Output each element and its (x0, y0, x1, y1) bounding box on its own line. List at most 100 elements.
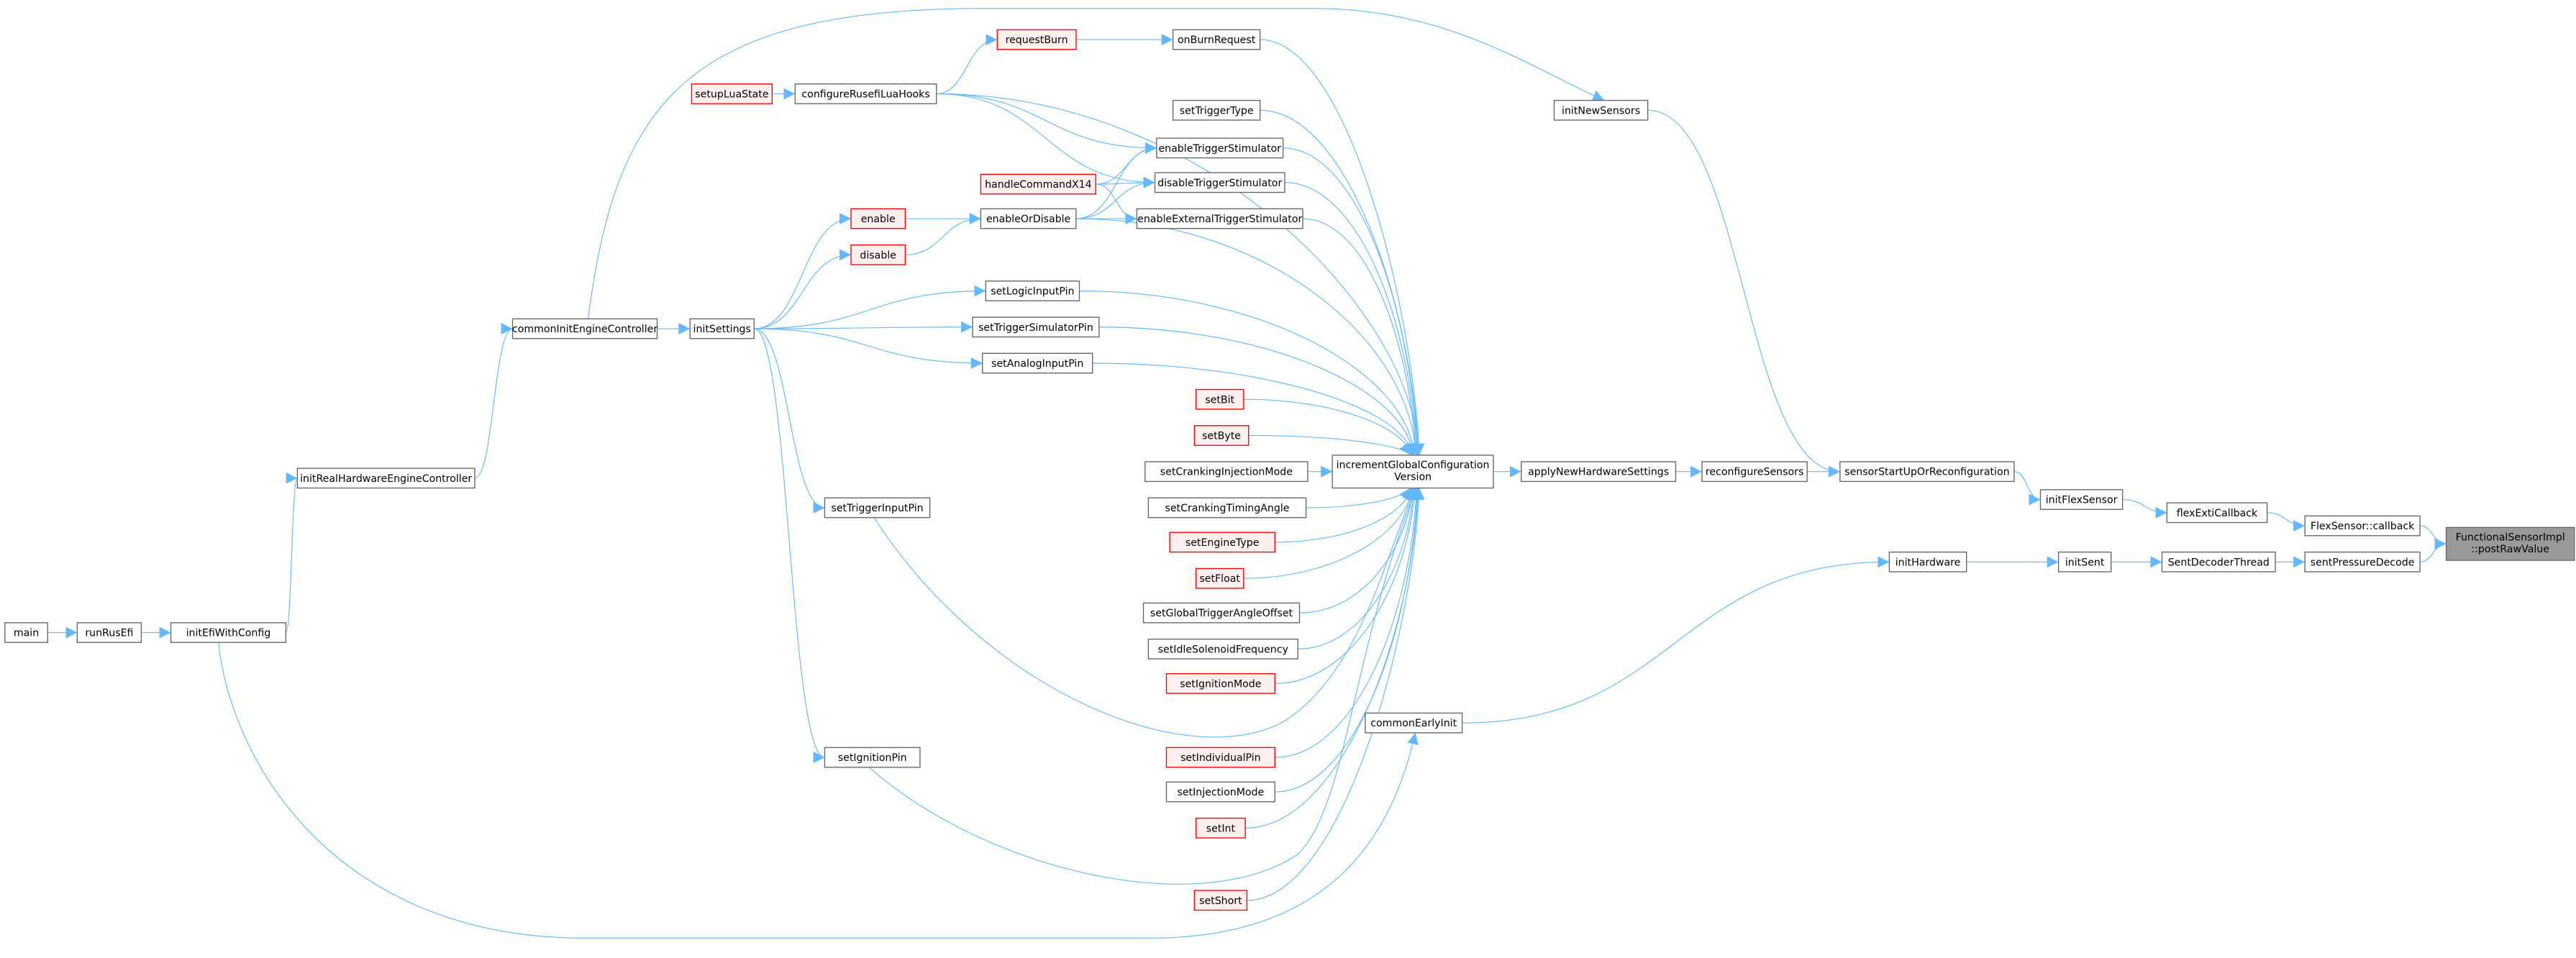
node-setAnalogInputPin[interactable]: setAnalogInputPin (982, 352, 1093, 374)
node-box[interactable] (996, 29, 1077, 50)
node-setCrankingInjectionMode[interactable]: setCrankingInjectionMode (1144, 461, 1309, 483)
node-box[interactable] (2039, 489, 2124, 510)
node-setupLuaState[interactable]: setupLuaState (691, 83, 773, 104)
node-box[interactable] (1839, 461, 2015, 483)
node-box[interactable] (824, 747, 921, 768)
node-box[interactable] (1888, 551, 1967, 572)
node-box[interactable] (511, 318, 658, 339)
node-box[interactable] (691, 83, 773, 104)
node-box[interactable] (1156, 137, 1284, 159)
node-onBurnRequest[interactable]: onBurnRequest (1172, 29, 1261, 50)
node-box[interactable] (1553, 99, 1649, 121)
node-box[interactable] (1154, 172, 1285, 193)
node-box[interactable] (850, 208, 906, 229)
node-box[interactable] (1144, 461, 1309, 483)
node-setIdleSolenoidFrequency[interactable]: setIdleSolenoidFrequency (1147, 638, 1298, 660)
node-box[interactable] (4, 622, 48, 643)
node-sentPressureDecode[interactable]: sentPressureDecode (2304, 551, 2421, 572)
node-applyNewHardwareSettings[interactable]: applyNewHardwareSettings (1521, 461, 1677, 483)
node-box[interactable] (1195, 817, 1246, 839)
node-SentDecoderThread[interactable]: SentDecoderThread (2161, 551, 2276, 572)
node-box[interactable] (2445, 526, 2575, 561)
node-box[interactable] (1701, 461, 1808, 483)
node-setBit[interactable]: setBit (1195, 388, 1244, 410)
node-box[interactable] (1332, 455, 1494, 489)
node-disable[interactable]: disable (850, 244, 906, 265)
node-initHardware[interactable]: initHardware (1888, 551, 1967, 572)
node-setTriggerSimulatorPin[interactable]: setTriggerSimulatorPin (972, 316, 1100, 338)
node-initSent[interactable]: initSent (2057, 551, 2112, 572)
node-box[interactable] (1165, 747, 1275, 768)
node-box[interactable] (985, 280, 1080, 301)
node-setGlobalTriggerAngleOffset[interactable]: setGlobalTriggerAngleOffset (1142, 602, 1301, 624)
node-box[interactable] (2304, 515, 2421, 537)
node-initFlexSensor[interactable]: initFlexSensor (2039, 489, 2124, 510)
node-commonInitEngineController[interactable]: commonInitEngineController (511, 318, 658, 339)
node-box[interactable] (824, 497, 931, 519)
node-setIgnitionMode[interactable]: setIgnitionMode (1165, 672, 1275, 694)
node-FlexSensorCallback[interactable]: FlexSensor::callback (2304, 515, 2421, 537)
node-box[interactable] (1165, 672, 1275, 694)
node-box[interactable] (1147, 638, 1298, 660)
node-box[interactable] (794, 83, 937, 104)
node-box[interactable] (980, 208, 1077, 229)
node-box[interactable] (2304, 551, 2421, 572)
node-initEfiWithConfig[interactable]: initEfiWithConfig (170, 622, 287, 643)
node-box[interactable] (1195, 567, 1244, 589)
node-box[interactable] (1147, 497, 1307, 519)
node-setInjectionMode[interactable]: setInjectionMode (1165, 781, 1275, 803)
node-box[interactable] (980, 173, 1096, 195)
node-setShort[interactable]: setShort (1193, 890, 1248, 911)
node-box[interactable] (1142, 602, 1301, 624)
node-box[interactable] (1365, 712, 1463, 734)
node-main[interactable]: main (4, 622, 48, 643)
node-box[interactable] (689, 318, 755, 339)
node-reconfigureSensors[interactable]: reconfigureSensors (1701, 461, 1808, 483)
node-box[interactable] (1169, 532, 1275, 553)
node-setEngineType[interactable]: setEngineType (1169, 532, 1275, 553)
node-runRusEfi[interactable]: runRusEfi (76, 622, 142, 643)
node-initNewSensors[interactable]: initNewSensors (1553, 99, 1649, 121)
node-flexExtiCallback[interactable]: flexExtiCallback (2166, 502, 2268, 524)
node-setIgnitionPin[interactable]: setIgnitionPin (824, 747, 921, 768)
node-box[interactable] (76, 622, 142, 643)
node-box[interactable] (2161, 551, 2276, 572)
node-disableTriggerStimulator[interactable]: disableTriggerStimulator (1154, 172, 1285, 193)
node-box[interactable] (1193, 425, 1250, 446)
node-box[interactable] (1136, 208, 1303, 229)
node-box[interactable] (1165, 781, 1275, 803)
node-enableExternalTriggerStimulator[interactable]: enableExternalTriggerStimulator (1136, 208, 1303, 229)
node-setTriggerInputPin[interactable]: setTriggerInputPin (824, 497, 931, 519)
node-box[interactable] (1195, 388, 1244, 410)
node-box[interactable] (982, 352, 1093, 374)
node-setByte[interactable]: setByte (1193, 425, 1250, 446)
node-setLogicInputPin[interactable]: setLogicInputPin (985, 280, 1080, 301)
node-box[interactable] (1193, 890, 1248, 911)
node-requestBurn[interactable]: requestBurn (996, 29, 1077, 50)
node-box[interactable] (850, 244, 906, 265)
node-initRealHardwareEngineController[interactable]: initRealHardwareEngineController (296, 467, 475, 489)
node-setInt[interactable]: setInt (1195, 817, 1246, 839)
node-setTriggerType[interactable]: setTriggerType (1172, 99, 1261, 121)
node-box[interactable] (1172, 99, 1261, 121)
node-commonEarlyInit[interactable]: commonEarlyInit (1365, 712, 1463, 734)
node-box[interactable] (296, 467, 475, 489)
node-box[interactable] (1521, 461, 1677, 483)
node-box[interactable] (2057, 551, 2112, 572)
node-configureRusefiLuaHooks[interactable]: configureRusefiLuaHooks (794, 83, 937, 104)
node-box[interactable] (1172, 29, 1261, 50)
node-sensorStartUpOrReconfiguration[interactable]: sensorStartUpOrReconfiguration (1839, 461, 2015, 483)
node-initSettings[interactable]: initSettings (689, 318, 755, 339)
node-box[interactable] (2166, 502, 2268, 524)
node-box[interactable] (170, 622, 287, 643)
node-enableTriggerStimulator[interactable]: enableTriggerStimulator (1156, 137, 1284, 159)
node-enable[interactable]: enable (850, 208, 906, 229)
node-postRawValue[interactable]: FunctionalSensorImpl::postRawValue (2445, 526, 2575, 561)
node-handleCommandX14[interactable]: handleCommandX14 (980, 173, 1096, 195)
node-setFloat[interactable]: setFloat (1195, 567, 1244, 589)
node-setIndividualPin[interactable]: setIndividualPin (1165, 747, 1275, 768)
node-setCrankingTimingAngle[interactable]: setCrankingTimingAngle (1147, 497, 1307, 519)
node-box[interactable] (972, 316, 1100, 338)
node-enableOrDisable[interactable]: enableOrDisable (980, 208, 1077, 229)
